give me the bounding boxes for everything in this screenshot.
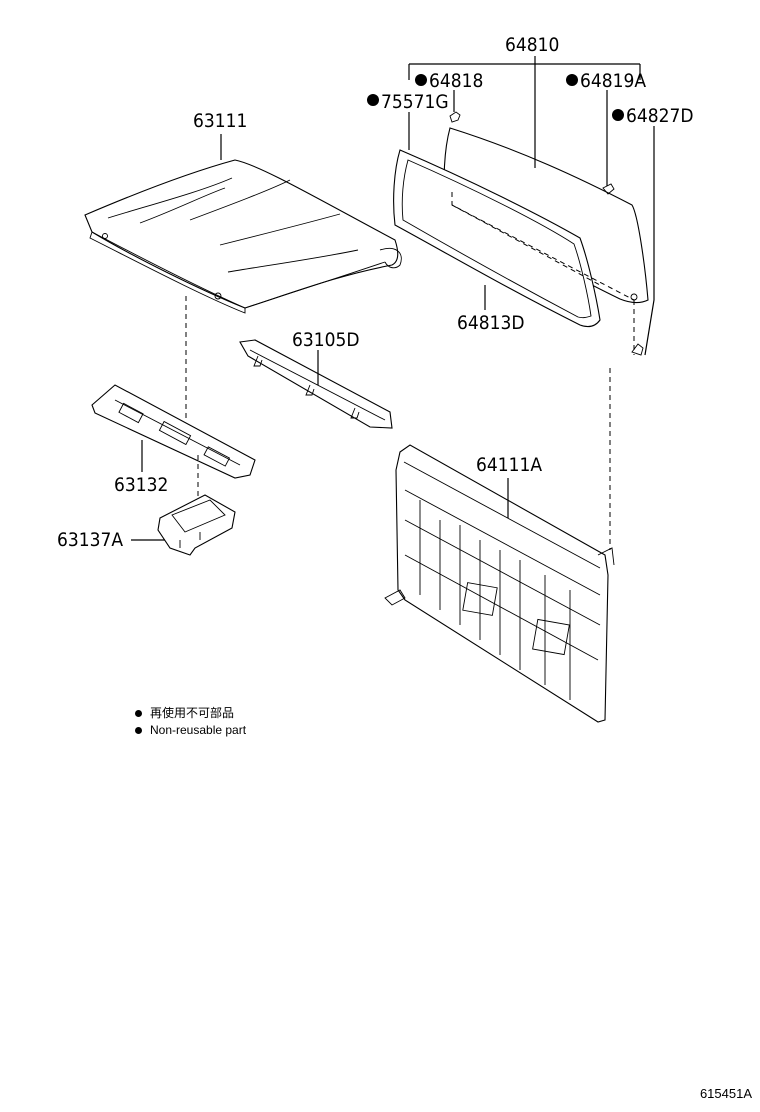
legend-row-en: Non-reusable part bbox=[135, 722, 246, 739]
leader-lines bbox=[131, 56, 655, 541]
legend: 再使用不可部品 Non-reusable part bbox=[135, 705, 246, 739]
label-63132: 63132 bbox=[114, 474, 168, 496]
part-labels: 63111 64810 64818 64819A 75571G 64827D 6… bbox=[57, 34, 694, 551]
assembly-dashed-lines bbox=[185, 192, 635, 550]
roof-panel bbox=[84, 159, 402, 314]
non-reusable-dot-64818 bbox=[415, 74, 427, 86]
label-75571g: 75571G bbox=[381, 91, 449, 113]
label-64818: 64818 bbox=[429, 70, 483, 92]
label-64819a: 64819A bbox=[580, 70, 646, 92]
document-id: 615451A bbox=[699, 1086, 752, 1101]
legend-text-en: Non-reusable part bbox=[150, 723, 247, 737]
roof-header-panel bbox=[239, 339, 393, 429]
roof-bracket bbox=[157, 494, 236, 556]
label-64810: 64810 bbox=[505, 34, 559, 56]
label-63105d: 63105D bbox=[292, 329, 360, 351]
non-reusable-dot-64819a bbox=[566, 74, 578, 86]
weatherstrip bbox=[393, 149, 601, 328]
roof-bow-panel bbox=[91, 384, 256, 479]
legend-text-jp: 再使用不可部品 bbox=[150, 706, 235, 720]
legend-row-jp: 再使用不可部品 bbox=[135, 705, 246, 722]
retainer-clips bbox=[449, 111, 644, 356]
label-63137a: 63137A bbox=[57, 529, 123, 551]
label-64813d: 64813D bbox=[457, 312, 525, 334]
non-reusable-dot-64827d bbox=[612, 109, 624, 121]
filled-dot-icon bbox=[135, 710, 142, 717]
label-64111a: 64111A bbox=[476, 454, 542, 476]
back-panel bbox=[384, 444, 615, 723]
label-63111: 63111 bbox=[193, 110, 247, 132]
non-reusable-dot-75571g bbox=[367, 94, 379, 106]
filled-dot-icon bbox=[135, 727, 142, 734]
label-64827d: 64827D bbox=[626, 105, 694, 127]
